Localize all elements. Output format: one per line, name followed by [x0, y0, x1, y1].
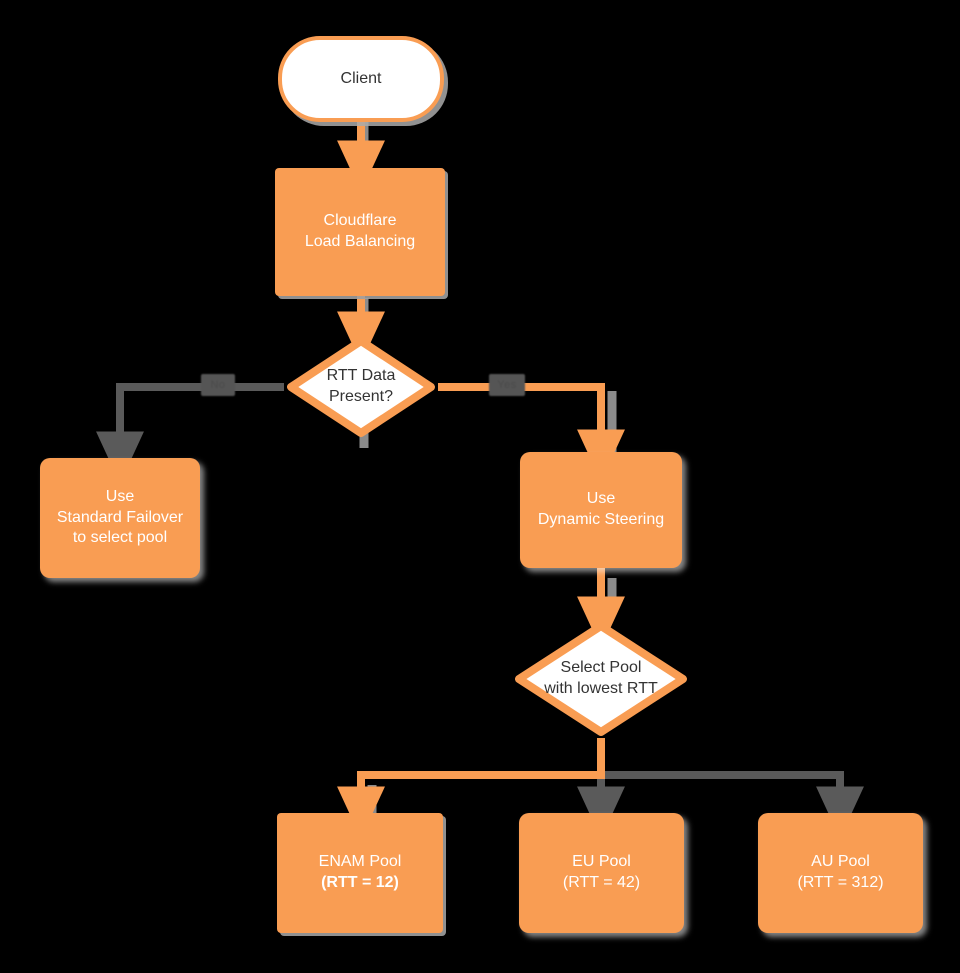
- node-lb-label-line1: Cloudflare: [323, 212, 397, 230]
- diamond-shape: [287, 337, 435, 437]
- node-enam-pool-rtt: (RTT = 12): [321, 874, 399, 891]
- node-cloudflare-load-balancing[interactable]: Cloudflare Load Balancing: [275, 168, 445, 296]
- edge-label-no: No: [201, 374, 235, 396]
- edge-label-no-text: No: [210, 379, 226, 391]
- node-client[interactable]: Client: [278, 36, 444, 122]
- node-failover-label-line3: to select pool: [72, 529, 168, 547]
- edge-rtt-no: [96, 383, 284, 484]
- node-steering-label-line2: Dynamic Steering: [537, 511, 665, 528]
- node-lb-label-line2: Load Balancing: [304, 233, 416, 250]
- node-au-pool[interactable]: AU Pool (RTT = 312): [758, 813, 923, 933]
- node-rtt-label-line1: RTT Data: [326, 367, 396, 385]
- node-select-pool-label-line1: Select Pool: [560, 659, 642, 677]
- node-select-pool-lowest-rtt[interactable]: Select Pool with lowest RTT: [510, 618, 692, 740]
- node-client-label: Client: [340, 69, 382, 87]
- node-au-pool-rtt: (RTT = 312): [797, 874, 884, 891]
- node-dynamic-steering[interactable]: Use Dynamic Steering: [520, 452, 682, 568]
- node-rtt-label-line2: Present?: [328, 388, 394, 405]
- node-rtt-data-present[interactable]: RTT Data Present?: [282, 332, 440, 442]
- node-eu-pool-name: EU Pool: [572, 853, 631, 871]
- node-select-pool-label-line2: with lowest RTT: [544, 680, 658, 697]
- node-enam-pool-name: ENAM Pool: [318, 853, 402, 871]
- diamond-shape: [515, 622, 687, 736]
- node-steering-label-line1: Use: [586, 490, 616, 508]
- edge-rtt-yes: [438, 383, 625, 482]
- node-au-pool-name: AU Pool: [811, 853, 870, 871]
- node-failover-label-line1: Use: [105, 487, 135, 505]
- node-eu-pool[interactable]: EU Pool (RTT = 42): [519, 813, 684, 933]
- edge-select-to-au: [601, 771, 864, 839]
- node-failover-label-line2: Standard Failover: [56, 508, 184, 526]
- node-enam-pool[interactable]: ENAM Pool (RTT = 12): [277, 813, 443, 933]
- edge-label-yes-text: Yes: [497, 379, 517, 391]
- node-standard-failover[interactable]: Use Standard Failover to select pool: [40, 458, 200, 578]
- edge-select-to-enam: [337, 738, 605, 839]
- edge-label-yes: Yes: [489, 374, 525, 396]
- node-eu-pool-rtt: (RTT = 42): [562, 874, 641, 891]
